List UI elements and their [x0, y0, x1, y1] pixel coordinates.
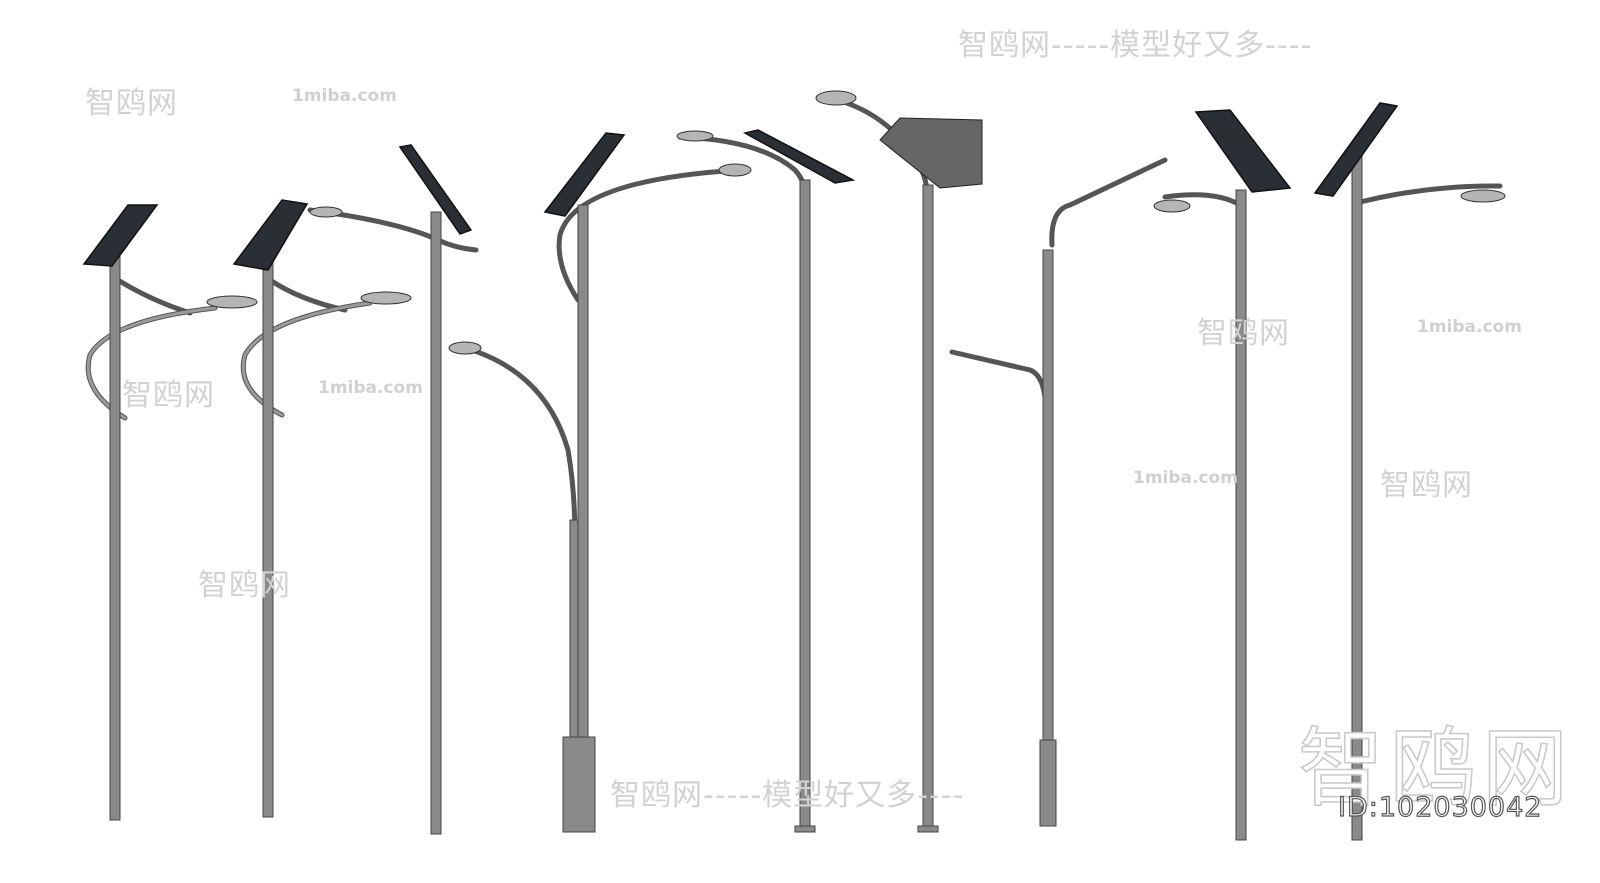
solar-street-lamp-9 — [1153, 109, 1292, 841]
solar-street-lamp-10 — [1313, 102, 1506, 841]
solar-street-lamp-6 — [676, 129, 856, 833]
watermark-slogan: 智鸥网-----模型好又多---- — [610, 778, 965, 813]
watermark-logo: 智鸥网 — [1297, 718, 1574, 820]
watermark-domain: 1miba.com — [1133, 468, 1238, 488]
watermark-brand: 智鸥网 — [85, 86, 178, 121]
model-id-label: ID:102030042 — [1337, 791, 1543, 823]
watermark-domain: 1miba.com — [1417, 317, 1522, 337]
watermark-slogan: 智鸥网-----模型好又多---- — [958, 28, 1313, 63]
watermark-domain: 1miba.com — [292, 86, 397, 106]
watermark-brand: 智鸥网 — [198, 568, 291, 603]
solar-street-lamp-1 — [82, 204, 258, 821]
watermark-brand: 智鸥网 — [1197, 316, 1290, 351]
solar-street-lamp-5 — [543, 132, 752, 738]
watermark-domain: 1miba.com — [318, 378, 423, 398]
solar-street-lamp-7 — [815, 90, 983, 833]
solar-street-lamp-3 — [307, 144, 479, 835]
watermark-brand: 智鸥网 — [122, 378, 215, 413]
solar-street-lamp-2 — [232, 199, 412, 818]
double-arm-street-lamp-8 — [949, 157, 1168, 827]
watermark-brand: 智鸥网 — [1380, 468, 1473, 503]
street-lamp-4 — [448, 341, 596, 833]
